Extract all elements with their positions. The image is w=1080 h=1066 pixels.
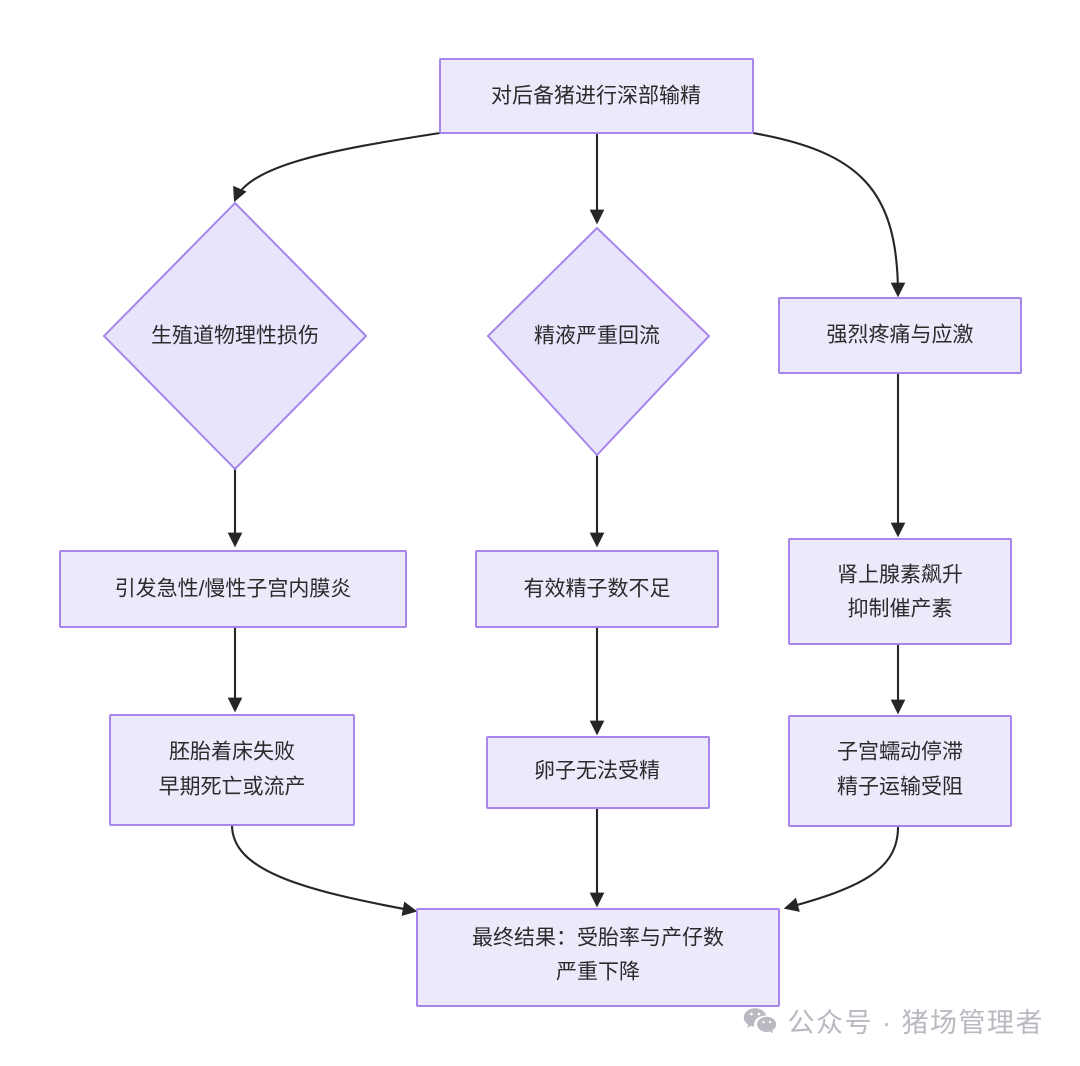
node-right-3[interactable]: 子宫蠕动停滞 精子运输受阻 [788,715,1012,827]
edge-start-to-branch-left [233,131,441,203]
node-branch-mid-label: 精液严重回流 [534,325,660,348]
watermark-text: 公众号 · 猪场管理者 [787,1008,1044,1038]
watermark: 公众号 · 猪场管理者 [743,1001,1045,1040]
node-right-2-label-line1: 肾上腺素飙升 [837,564,963,587]
edge-start-to-branch-right [752,131,906,298]
node-mid-3-label: 卵子无法受精 [534,760,660,783]
wechat-icon [743,1007,777,1035]
node-start-label: 对后备猪进行深部输精 [491,85,701,108]
node-mid-3[interactable]: 卵子无法受精 [486,736,710,809]
node-right-3-label-line2: 精子运输受阻 [837,776,963,799]
node-branch-left[interactable]: 生殖道物理性损伤 [102,201,368,471]
nodes-layer: 对后备猪进行深部输精 生殖道物理性损伤 精液严重回流 强烈疼痛与应激 引发急性/… [59,58,1022,1007]
node-branch-right-label: 强烈疼痛与应激 [827,324,974,347]
node-left-2[interactable]: 引发急性/慢性子宫内膜炎 [59,550,407,628]
node-mid-2-label: 有效精子数不足 [524,578,671,601]
node-right-3-label-line1: 子宫蠕动停滞 [837,741,963,764]
node-end-label-line1: 最终结果：受胎率与产仔数 [472,927,724,950]
node-end[interactable]: 最终结果：受胎率与产仔数 严重下降 [416,908,780,1007]
edge-left3-to-end [230,824,418,917]
node-left-3-label-line1: 胚胎着床失败 [169,741,295,764]
node-mid-2[interactable]: 有效精子数不足 [475,550,719,628]
node-left-3[interactable]: 胚胎着床失败 早期死亡或流产 [109,714,355,826]
node-left-2-label: 引发急性/慢性子宫内膜炎 [115,578,352,601]
edge-right3-to-end [783,826,900,912]
node-right-2[interactable]: 肾上腺素飙升 抑制催产素 [788,538,1012,645]
node-start[interactable]: 对后备猪进行深部输精 [439,58,754,134]
node-left-3-label-line2: 早期死亡或流产 [159,776,306,799]
node-right-2-label-line2: 抑制催产素 [848,598,953,621]
node-branch-mid[interactable]: 精液严重回流 [486,226,711,457]
edges-layer [227,131,906,917]
node-end-label-line2: 严重下降 [556,961,640,984]
node-branch-left-label: 生殖道物理性损伤 [151,325,319,348]
node-branch-right[interactable]: 强烈疼痛与应激 [778,297,1022,374]
